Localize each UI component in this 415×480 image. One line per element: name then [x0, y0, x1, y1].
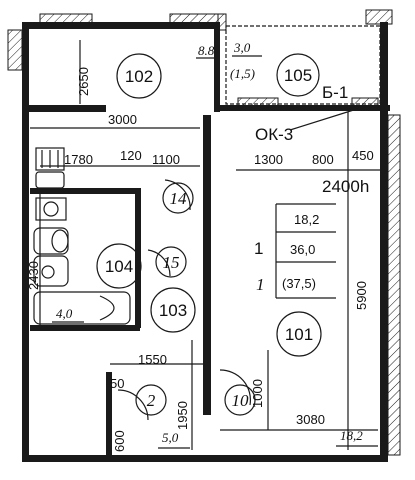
door-15-marker	[155, 246, 187, 278]
wall-corridor-right	[203, 115, 211, 415]
window-left	[7, 29, 23, 71]
wall-right	[380, 22, 388, 462]
wall-bath-bottom	[30, 325, 140, 331]
dim-3080: 3080	[296, 412, 325, 427]
room-2-area: 5,0	[162, 430, 179, 445]
dim-800: 800	[312, 152, 334, 167]
legend-living-area: 18,2	[294, 212, 319, 227]
door-15-label: 15	[163, 253, 180, 272]
room-105-area: 3,0	[233, 40, 251, 55]
balcony-outline	[225, 25, 381, 105]
dimension-values: 2650 3000 1780 120 1100 1300 800 450 243…	[26, 67, 374, 452]
washbasin-icon	[33, 255, 69, 287]
bathtub-icon	[33, 291, 131, 325]
dim-1100: 1100	[152, 152, 180, 167]
window-105-bottom	[237, 97, 279, 109]
dim-1000: 1000	[250, 379, 265, 408]
dim-1950: 1950	[175, 401, 190, 430]
dim-1300: 1300	[254, 152, 283, 167]
room-102-number: 102	[125, 67, 153, 86]
kitchen-sink-icon	[35, 171, 65, 189]
ceiling-height: 2400h	[322, 177, 369, 196]
window-top-right	[365, 9, 393, 25]
dim-2430: 2430	[26, 261, 41, 290]
wall-105-bottom	[220, 105, 390, 111]
legend-room-count: 1	[254, 239, 263, 258]
door-swing-10	[219, 369, 252, 406]
dim-1550: 1550	[138, 352, 167, 367]
window-top-middle	[169, 13, 219, 25]
dimension-lines	[30, 40, 380, 450]
room-103-marker	[150, 287, 196, 333]
dim-3000: 3000	[108, 112, 137, 127]
door-markers: 14 15 10	[155, 182, 256, 416]
room-104-area: 4,0	[56, 306, 73, 321]
wall-left	[22, 22, 29, 462]
dim-450: 450	[352, 148, 374, 163]
room-101-number: 101	[285, 325, 313, 344]
fixtures	[33, 147, 131, 325]
legend-total-area-balcony: (37,5)	[282, 276, 316, 291]
door-swing-14	[164, 179, 191, 211]
room-102-marker	[116, 53, 162, 99]
wall-kitchen-top	[22, 105, 106, 112]
door-swing-2	[117, 389, 149, 421]
wall-102-105	[214, 22, 220, 112]
wall-hall-left	[106, 372, 112, 462]
window-label: ОК-3	[255, 125, 293, 144]
window-105-bottom-right	[351, 97, 379, 109]
door-10-marker	[224, 384, 256, 416]
window-top-left	[39, 13, 93, 25]
dim-50: 50	[110, 376, 124, 391]
door-swing-15	[147, 249, 171, 277]
legend-box: 1 1 18,2 36,0 (37,5)	[254, 203, 336, 299]
windows	[7, 9, 401, 456]
room-103-number: 103	[159, 301, 187, 320]
dim-5900: 5900	[354, 281, 369, 310]
room-105-marker	[276, 53, 320, 97]
walls	[22, 22, 390, 462]
room-104-number: 104	[105, 257, 133, 276]
wall-bath-top	[30, 188, 138, 194]
room-104-marker	[96, 243, 142, 289]
annotations: Б-1 ОК-3 2400h	[255, 83, 369, 196]
room-101-marker	[276, 311, 322, 357]
window-right	[387, 114, 401, 456]
room-markers: 102 105 104 103 101 2	[96, 53, 322, 416]
room-105-area-reduced: (1,5)	[230, 66, 255, 81]
washer-icon	[35, 197, 67, 221]
dim-2650: 2650	[76, 67, 91, 96]
room-2-number: 2	[147, 391, 156, 410]
window-frame-105	[217, 13, 227, 31]
toilet-icon	[33, 227, 69, 255]
dim-600: 600	[112, 430, 127, 452]
legend-total-area: 36,0	[290, 242, 315, 257]
room-101-area: 18,2	[340, 428, 363, 443]
dim-1780: 1780	[64, 152, 93, 167]
door-10-label: 10	[232, 391, 250, 410]
legend-room-count-italic: 1	[256, 275, 265, 294]
door-14-marker	[162, 182, 194, 214]
wall-top-left	[22, 22, 217, 29]
room-areas: 8.8 3,0 (1,5) 4,0 18,2 5,0	[52, 40, 378, 449]
wall-bath-right	[135, 188, 141, 328]
room-102-area: 8.8	[198, 43, 215, 58]
door-14-label: 14	[170, 189, 188, 208]
balcony-label: Б-1	[322, 83, 348, 102]
room-105-number: 105	[284, 66, 312, 85]
stove-icon	[35, 147, 65, 171]
room-2-marker	[135, 384, 167, 416]
wall-bottom	[22, 455, 388, 462]
dim-120: 120	[120, 148, 142, 163]
